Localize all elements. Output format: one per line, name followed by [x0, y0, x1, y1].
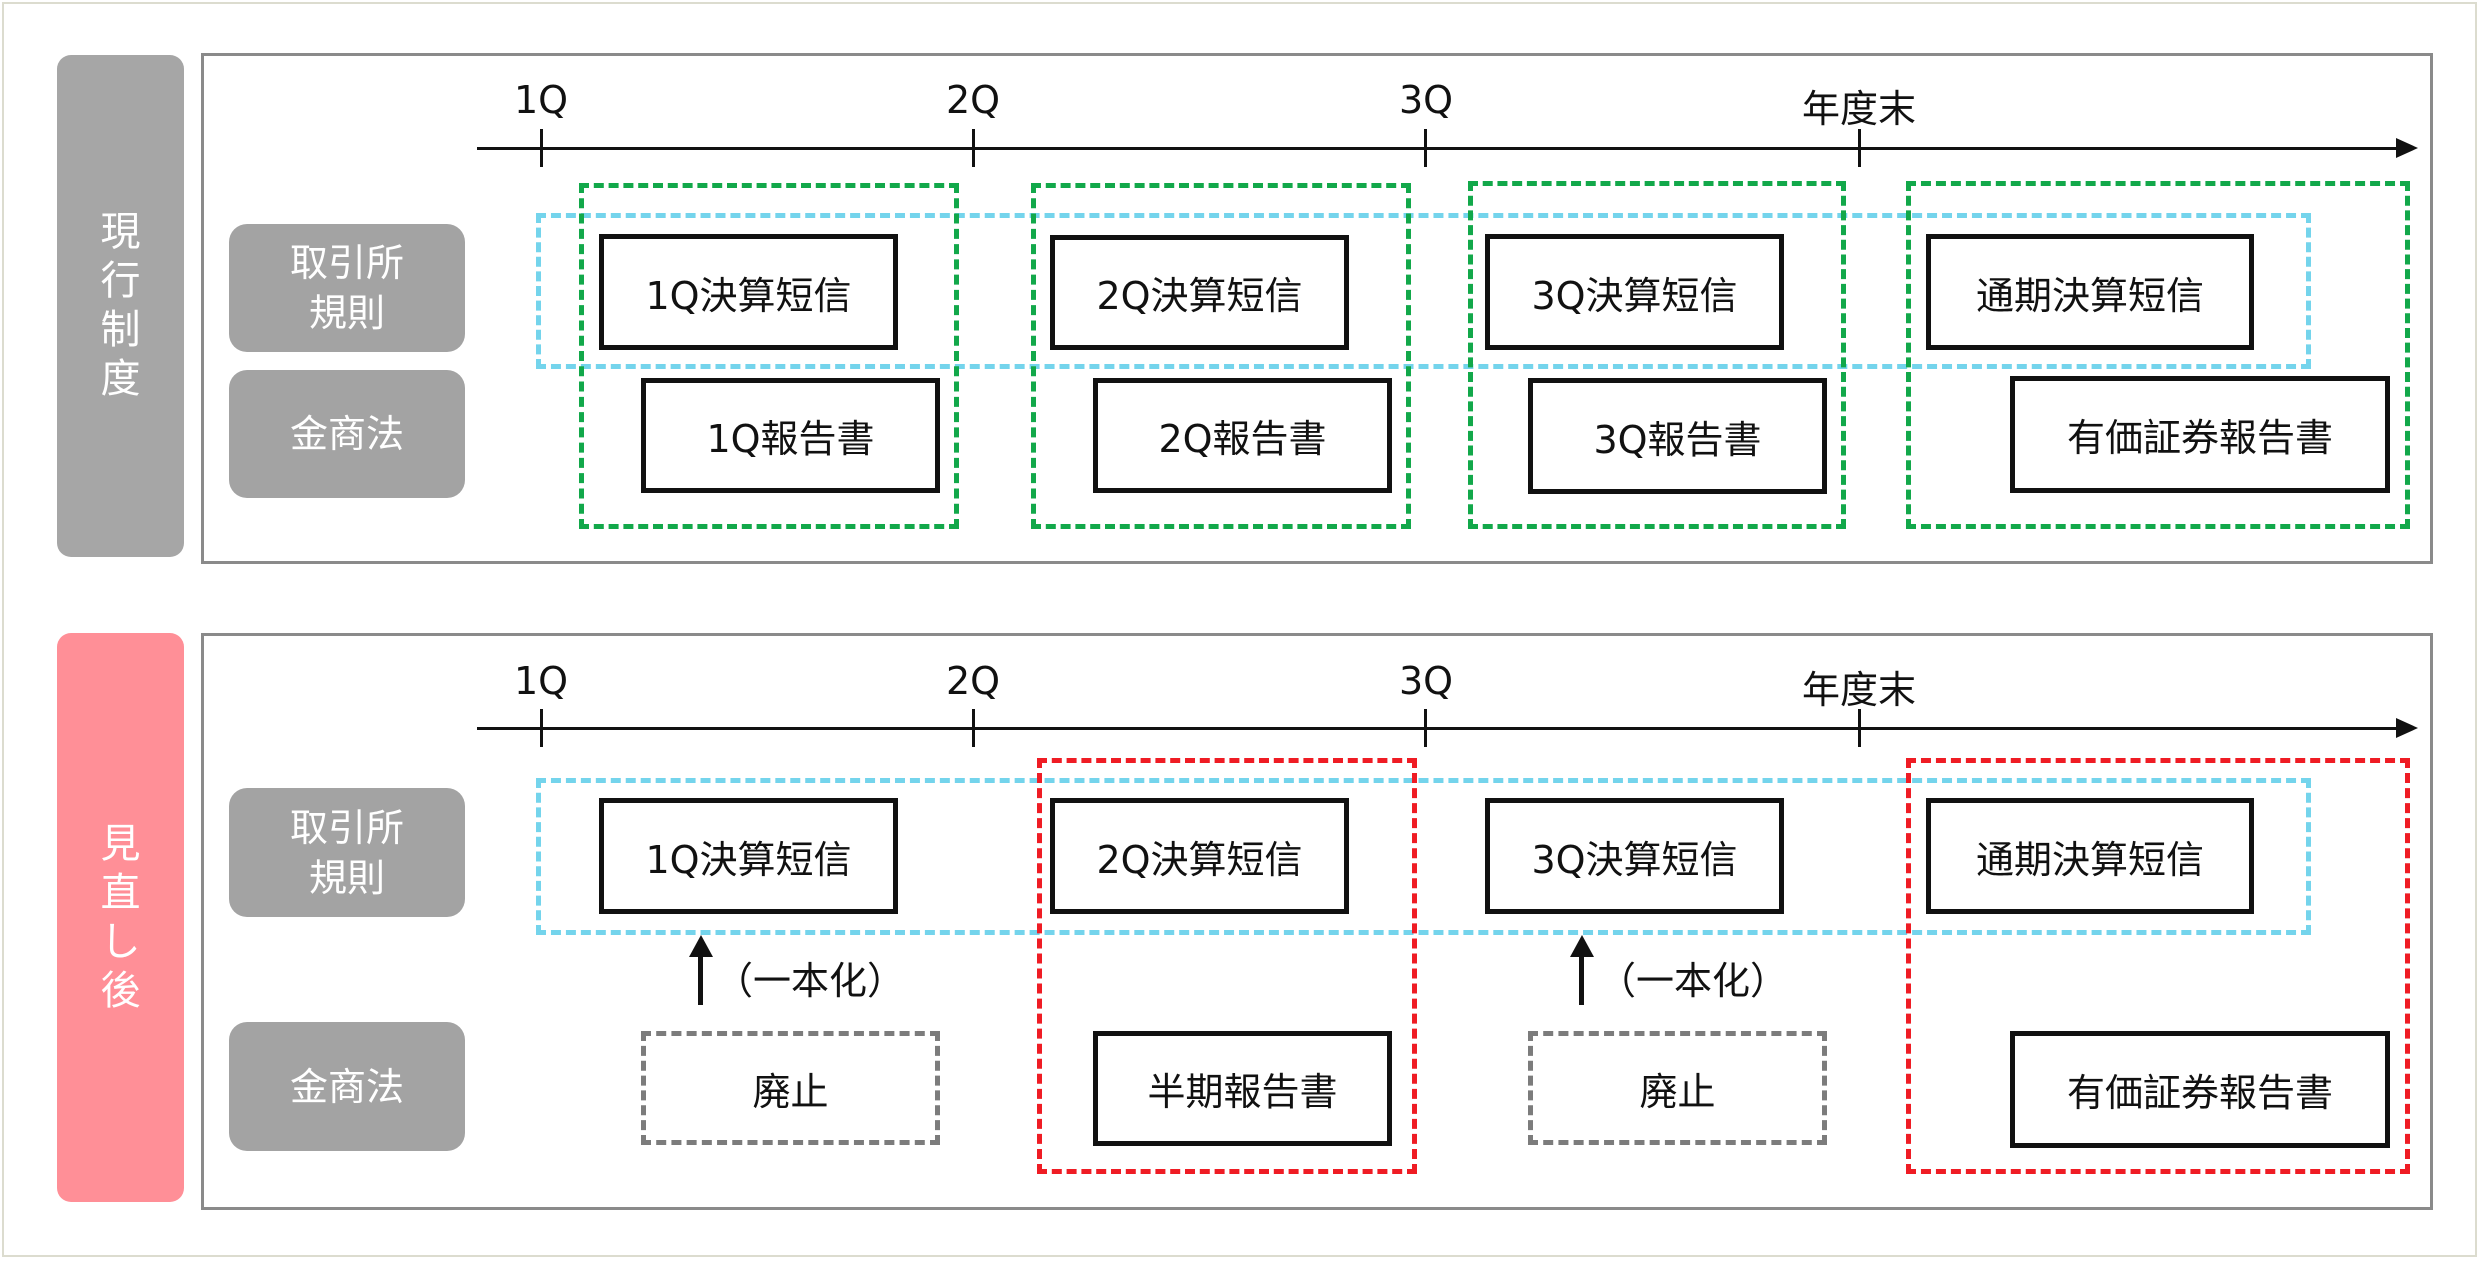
- earnings-tanshin-2q: 2Q決算短信: [1050, 235, 1349, 350]
- unify-note-3q: （一本化）: [1598, 959, 1789, 1003]
- exchange-rule-group-outline: [536, 213, 2311, 369]
- timeline-label-year-end: 年度末: [1801, 668, 1917, 712]
- current-system-badge: 現 行 制 度: [57, 55, 184, 557]
- report-2q: 2Q報告書: [1093, 378, 1392, 493]
- side-char: し: [100, 918, 141, 965]
- up-arrow-shaft: [698, 955, 703, 1005]
- timeline-tick: [972, 129, 975, 167]
- earnings-tanshin-annual: 通期決算短信: [1926, 798, 2254, 914]
- row-label-line: 規則: [308, 855, 385, 900]
- timeline-tick: [1858, 129, 1861, 167]
- quarter-group-annual-outline: [1906, 181, 2410, 529]
- up-arrow-shaft: [1579, 955, 1584, 1005]
- earnings-tanshin-2q: 2Q決算短信: [1050, 798, 1349, 914]
- securities-report-annual: 有価証券報告書: [2010, 376, 2390, 493]
- side-char: 行: [100, 258, 141, 304]
- annual-group-outline: [1906, 758, 2410, 1174]
- side-char: 見: [100, 820, 141, 867]
- earnings-tanshin-3q: 3Q決算短信: [1485, 798, 1784, 914]
- timeline-label-3q: 3Q: [1398, 78, 1454, 122]
- row-label-fiea: 金商法: [229, 1022, 465, 1151]
- row-label-line: 規則: [308, 291, 385, 335]
- up-arrow-icon: [689, 935, 713, 957]
- securities-report-annual: 有価証券報告書: [2010, 1031, 2390, 1148]
- row-label-fiea: 金商法: [229, 370, 465, 498]
- side-char: 制: [100, 307, 141, 353]
- quarter-group-3q-outline: [1468, 181, 1846, 529]
- timeline-label-year-end: 年度末: [1801, 87, 1917, 131]
- side-char: 度: [100, 356, 141, 402]
- unify-note-1q: （一本化）: [715, 959, 906, 1003]
- earnings-tanshin-1q: 1Q決算短信: [599, 234, 898, 350]
- side-char: 直: [100, 869, 141, 916]
- up-arrow-icon: [1570, 935, 1594, 957]
- quarter-group-2q-outline: [1031, 183, 1411, 529]
- timeline-axis: [477, 727, 2400, 730]
- timeline-tick: [972, 709, 975, 747]
- timeline-tick: [1424, 129, 1427, 167]
- earnings-tanshin-3q: 3Q決算短信: [1485, 234, 1784, 350]
- half-year-group-outline: [1037, 758, 1417, 1174]
- after-revision-badge: 見 直 し 後: [57, 633, 184, 1202]
- exchange-rule-group-outline: [536, 778, 2311, 935]
- timeline-tick: [1858, 709, 1861, 747]
- abolished-report-1q: 廃止: [641, 1031, 940, 1145]
- half-year-report: 半期報告書: [1093, 1031, 1392, 1146]
- row-label-exchange-rules: 取引所 規則: [229, 224, 465, 352]
- timeline-arrowhead: [2396, 138, 2418, 158]
- timeline-label-1q: 1Q: [513, 78, 569, 122]
- report-3q: 3Q報告書: [1528, 378, 1827, 494]
- timeline-label-3q: 3Q: [1398, 659, 1454, 703]
- timeline-tick: [540, 709, 543, 747]
- row-label-exchange-rules: 取引所 規則: [229, 788, 465, 917]
- earnings-tanshin-annual: 通期決算短信: [1926, 234, 2254, 350]
- side-char: 後: [100, 967, 141, 1014]
- side-char: 現: [100, 209, 141, 255]
- abolished-report-3q: 廃止: [1528, 1031, 1827, 1145]
- timeline-label-2q: 2Q: [945, 659, 1001, 703]
- timeline-tick: [1424, 709, 1427, 747]
- row-label-line: 取引所: [289, 241, 404, 285]
- timeline-label-1q: 1Q: [513, 659, 569, 703]
- timeline-axis: [477, 147, 2400, 150]
- row-label-line: 取引所: [289, 805, 404, 850]
- timeline-arrowhead: [2396, 718, 2418, 738]
- earnings-tanshin-1q: 1Q決算短信: [599, 798, 898, 914]
- timeline-tick: [540, 129, 543, 167]
- report-1q: 1Q報告書: [641, 378, 940, 493]
- timeline-label-2q: 2Q: [945, 78, 1001, 122]
- quarter-group-1q-outline: [579, 183, 959, 529]
